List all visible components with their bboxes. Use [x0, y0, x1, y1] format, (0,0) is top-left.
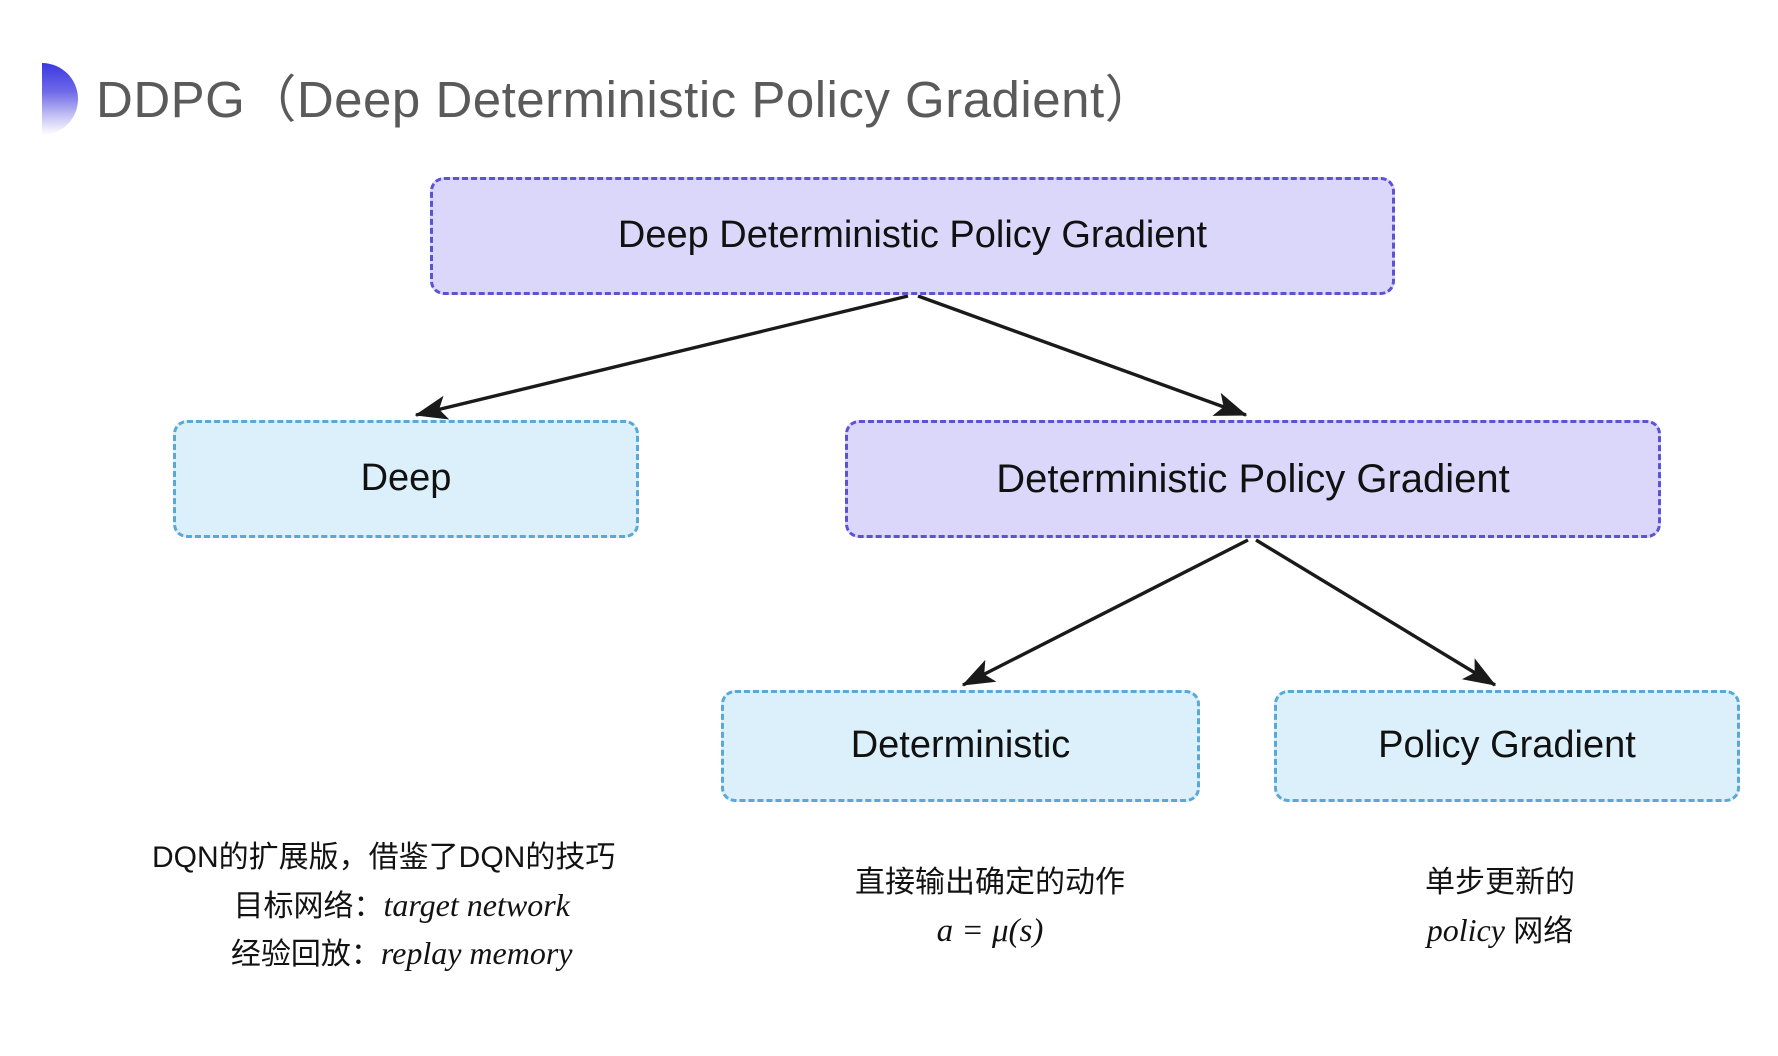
caption-deterministic-line1: 直接输出确定的动作 [855, 866, 1125, 899]
node-label: Deep [360, 457, 452, 500]
caption-policy-gradient-rest: 网络 [1504, 914, 1574, 948]
edge-root-dpg [917, 294, 1248, 417]
page-title: DDPG（Deep Deterministic Policy Gradient） [96, 71, 1157, 128]
caption-deterministic-formula: a = μ(s) [936, 912, 1044, 949]
caption-deep-line2-label: 目标网络： [233, 889, 384, 923]
node-deep[interactable]: Deep [173, 420, 639, 538]
caption-deep: DQN的扩展版，借鉴了DQN的技巧 目标网络：target network 经验… [152, 835, 615, 978]
caption-deterministic: 直接输出确定的动作 a = μ(s) [855, 860, 1125, 956]
node-label: Policy Gradient [1378, 724, 1636, 767]
caption-deep-line3: 经验回放：replay memory [152, 929, 615, 978]
caption-policy-gradient-line2: policy 网络 [1425, 906, 1575, 955]
caption-deep-line3-label: 经验回放： [230, 938, 381, 972]
edge-dpg-deterministic [961, 538, 1249, 687]
caption-policy-gradient-term: policy [1426, 911, 1505, 948]
node-label: Deterministic Policy Gradient [996, 457, 1510, 501]
caption-deep-line2: 目标网络：target network [152, 881, 615, 930]
node-label: Deep Deterministic Policy Gradient [617, 214, 1208, 257]
node-deep-deterministic-policy-gradient[interactable]: Deep Deterministic Policy Gradient [430, 177, 1395, 295]
node-deterministic-policy-gradient[interactable]: Deterministic Policy Gradient [845, 420, 1661, 538]
node-label: Deterministic [850, 724, 1071, 767]
caption-policy-gradient: 单步更新的 policy 网络 [1425, 860, 1575, 954]
caption-policy-gradient-line1: 单步更新的 [1425, 866, 1575, 899]
node-policy-gradient[interactable]: Policy Gradient [1274, 690, 1740, 802]
caption-deep-line1: DQN的扩展版，借鉴了DQN的技巧 [152, 841, 616, 874]
edge-root-deep [414, 294, 909, 420]
node-deterministic[interactable]: Deterministic [721, 690, 1200, 802]
edge-dpg-policy-gradient [1255, 538, 1497, 687]
title-bullet-icon [42, 63, 78, 135]
caption-deep-line3-term: replay memory [380, 935, 573, 972]
caption-deep-line2-term: target network [383, 886, 570, 923]
